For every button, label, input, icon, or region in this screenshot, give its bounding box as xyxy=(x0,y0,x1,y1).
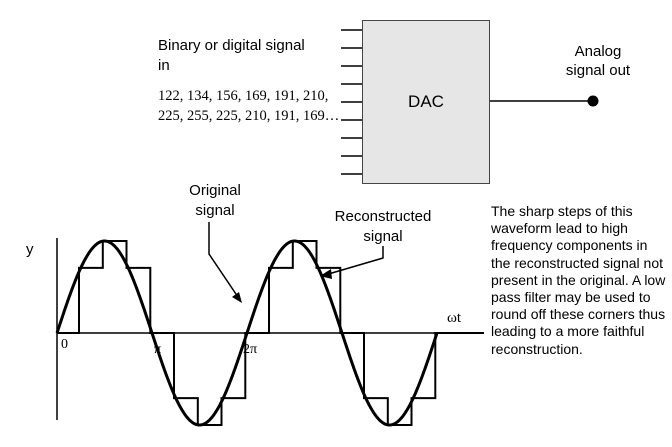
reconstructed-signal-arrow xyxy=(324,246,384,276)
reconstructed-signal-staircase xyxy=(57,240,484,426)
reconstructed-arrowhead xyxy=(320,269,332,279)
tick-label-pi: π xyxy=(154,342,162,357)
leader-arrows xyxy=(208,222,384,303)
output-terminal-dot xyxy=(587,95,599,107)
original-signal-label: Original signal xyxy=(189,182,241,219)
original-arrowhead xyxy=(232,292,242,303)
tick-label-zero: 0 xyxy=(61,337,68,352)
dac-input-pins xyxy=(341,29,362,175)
x-axis-label: ωt xyxy=(447,310,462,326)
analog-output-title: Analog signal out xyxy=(565,43,631,79)
reconstructed-signal-label: Reconstructed signal xyxy=(334,208,432,245)
digital-input-values: 122, 134, 156, 169, 191, 210, 225, 255, … xyxy=(158,88,340,124)
original-signal-arrow xyxy=(208,222,241,301)
y-axis-label: y xyxy=(26,241,34,258)
dac-block xyxy=(362,20,490,184)
tick-label-two-pi: 2π xyxy=(243,342,258,357)
digital-input-title: Binary or digital signal in xyxy=(158,37,305,74)
explanation-text: The sharp steps of this waveform lead to… xyxy=(491,203,666,357)
dac-label: DAC xyxy=(408,92,444,111)
